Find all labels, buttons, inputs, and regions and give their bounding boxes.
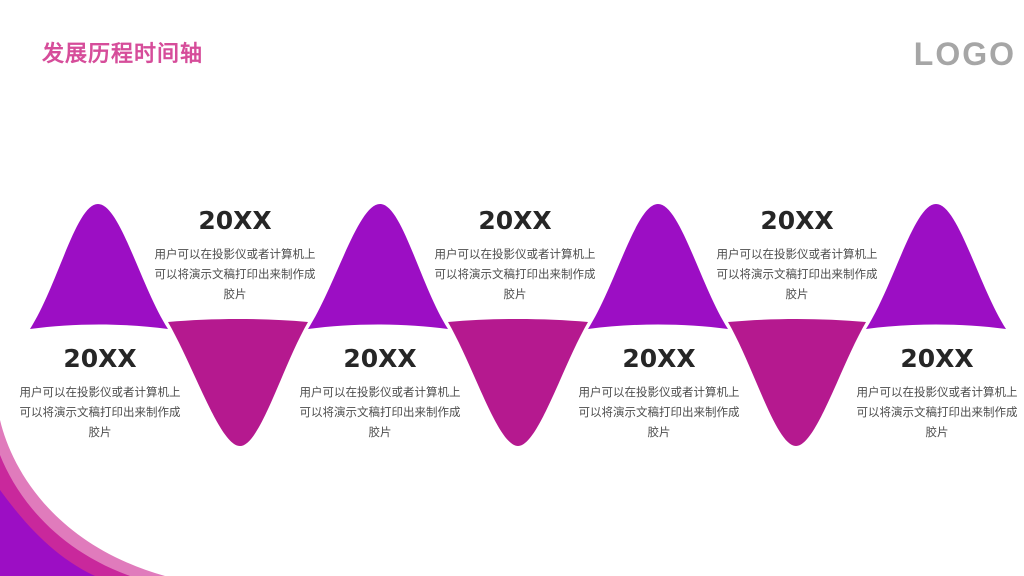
timeline-year: 20XX	[900, 344, 974, 373]
wave-trough	[728, 319, 866, 446]
timeline-description: 用户可以在投影仪或者计算机上可以将演示文稿打印出来制作成胶片	[154, 247, 316, 301]
slide-title: 发展历程时间轴	[42, 42, 204, 67]
timeline-item: 20XX 用户可以在投影仪或者计算机上可以将演示文稿打印出来制作成胶片	[430, 206, 600, 304]
wave-peak	[588, 204, 728, 329]
wave-trough	[168, 319, 308, 446]
timeline-year: 20XX	[63, 344, 137, 373]
timeline-year: 20XX	[198, 206, 272, 235]
timeline-item: 20XX 用户可以在投影仪或者计算机上可以将演示文稿打印出来制作成胶片	[852, 344, 1022, 442]
wave-peak	[308, 204, 448, 329]
logo: LOGO	[913, 36, 1016, 72]
timeline-year: 20XX	[622, 344, 696, 373]
timeline-item: 20XX 用户可以在投影仪或者计算机上可以将演示文稿打印出来制作成胶片	[574, 344, 744, 442]
corner-band-dark	[0, 490, 95, 576]
wave-peak	[866, 204, 1006, 329]
timeline-year: 20XX	[478, 206, 552, 235]
wave-trough	[448, 319, 588, 446]
timeline-description: 用户可以在投影仪或者计算机上可以将演示文稿打印出来制作成胶片	[856, 385, 1018, 439]
timeline-description: 用户可以在投影仪或者计算机上可以将演示文稿打印出来制作成胶片	[578, 385, 740, 439]
timeline-description: 用户可以在投影仪或者计算机上可以将演示文稿打印出来制作成胶片	[434, 247, 596, 301]
timeline-item: 20XX 用户可以在投影仪或者计算机上可以将演示文稿打印出来制作成胶片	[15, 344, 185, 442]
timeline-description: 用户可以在投影仪或者计算机上可以将演示文稿打印出来制作成胶片	[19, 385, 181, 439]
timeline-description: 用户可以在投影仪或者计算机上可以将演示文稿打印出来制作成胶片	[716, 247, 878, 301]
wave-peak	[30, 204, 168, 329]
timeline-year: 20XX	[760, 206, 834, 235]
timeline-description: 用户可以在投影仪或者计算机上可以将演示文稿打印出来制作成胶片	[299, 385, 461, 439]
timeline-item: 20XX 用户可以在投影仪或者计算机上可以将演示文稿打印出来制作成胶片	[150, 206, 320, 304]
timeline-item: 20XX 用户可以在投影仪或者计算机上可以将演示文稿打印出来制作成胶片	[712, 206, 882, 304]
timeline-year: 20XX	[343, 344, 417, 373]
timeline-item: 20XX 用户可以在投影仪或者计算机上可以将演示文稿打印出来制作成胶片	[295, 344, 465, 442]
